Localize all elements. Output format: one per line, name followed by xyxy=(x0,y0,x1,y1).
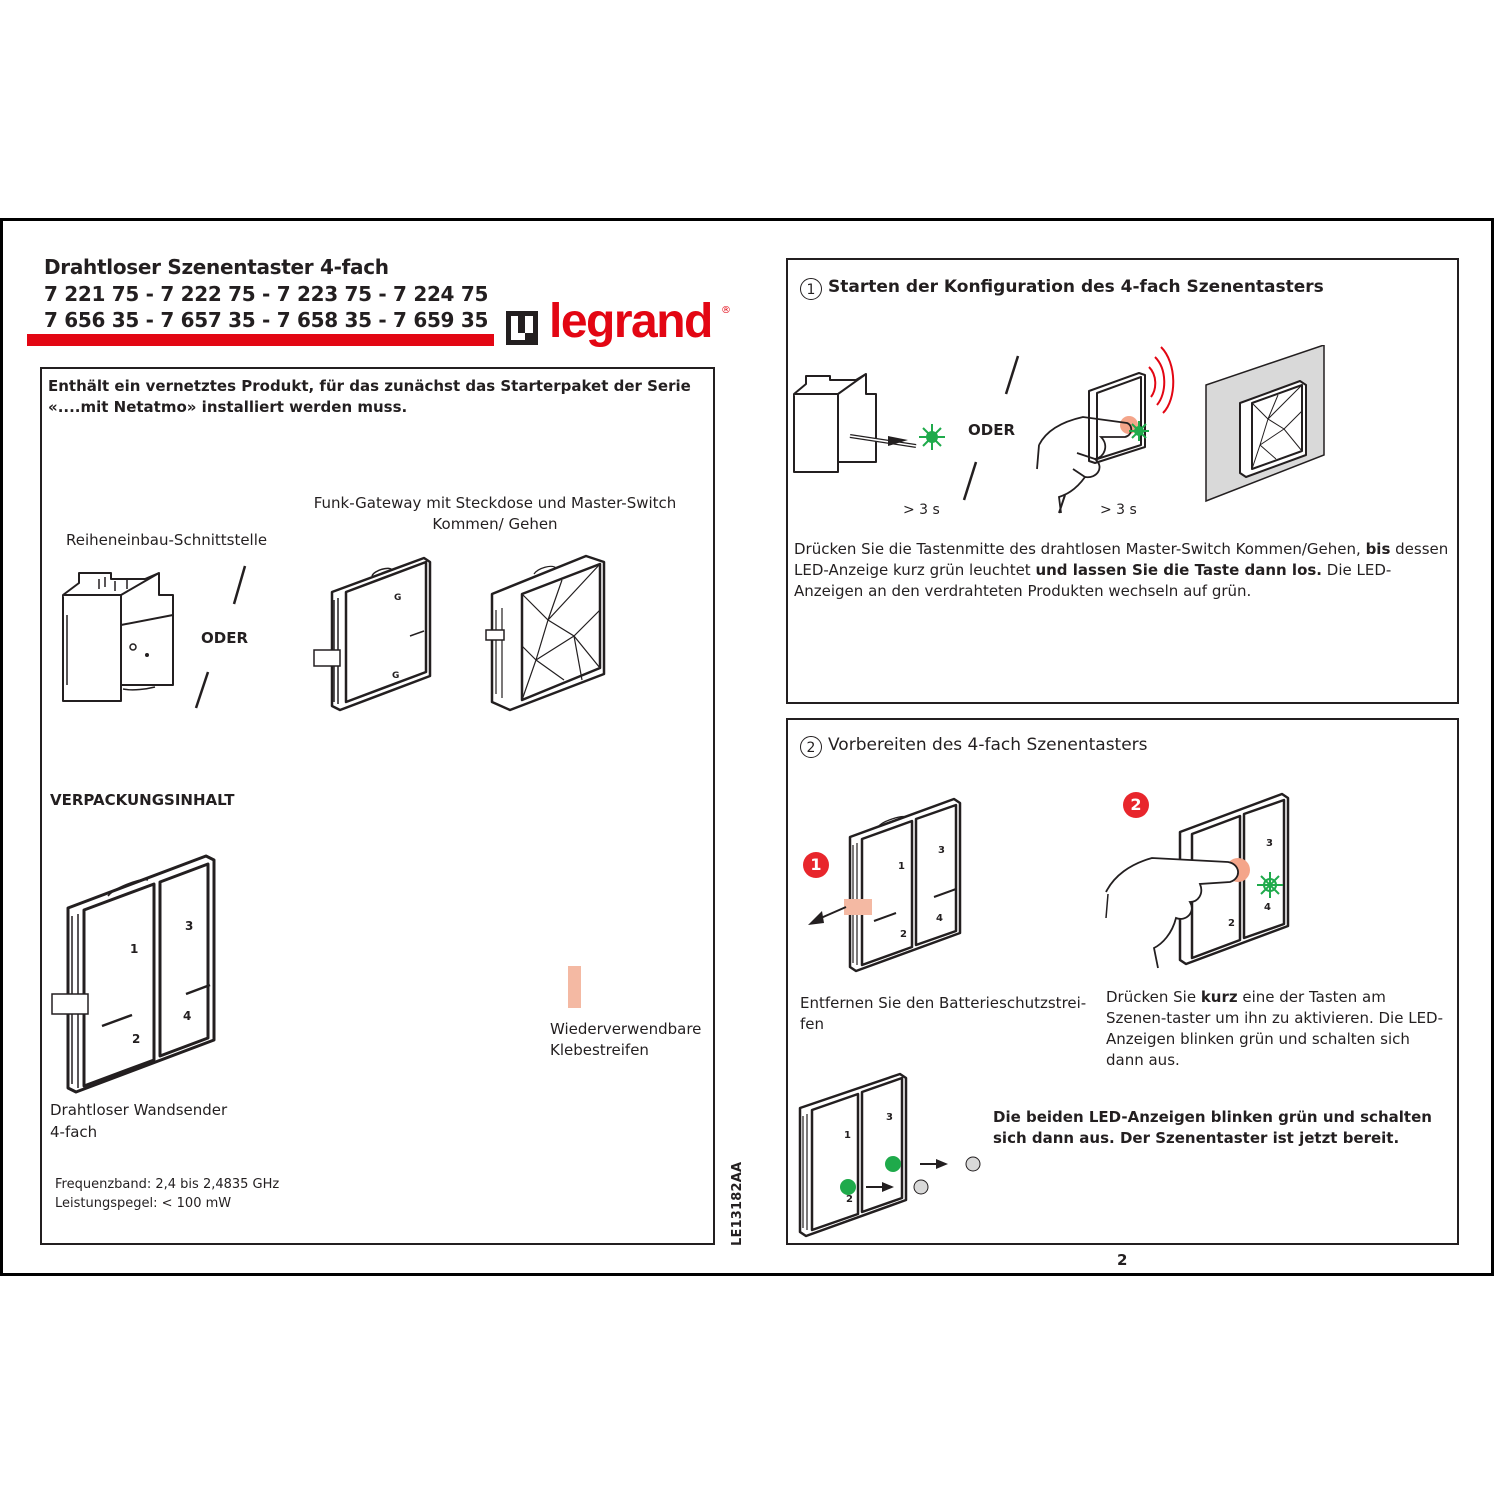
din-interface-illustration xyxy=(62,572,174,702)
oder-separator xyxy=(194,565,247,709)
sender-label-line-1: Drahtloser Wandsender xyxy=(50,1101,228,1119)
product-refs-line-1: 7 221 75 - 7 222 75 - 7 223 75 - 7 224 7… xyxy=(44,282,489,306)
press-instruction: Drücken Sie kurz eine der Tasten am Szen… xyxy=(1106,988,1444,1069)
ready-text: Die beiden LED-Anzeigen blinken grün und… xyxy=(993,1108,1432,1147)
tape-label-line-2: Klebestreifen xyxy=(550,1041,649,1059)
step2-number: 2 xyxy=(800,736,822,758)
step1-oder-label: ODER xyxy=(968,421,1015,439)
key-label-4: 4 xyxy=(183,1009,191,1023)
adhesive-strip-swatch xyxy=(568,966,581,1008)
substep-2-badge: 2 xyxy=(1123,792,1149,818)
substep-1-badge: 1 xyxy=(803,852,829,878)
svg-text:1: 1 xyxy=(844,1130,851,1141)
step2-led-result-illustration: 1 2 3 xyxy=(798,1072,981,1238)
step1-number: 1 xyxy=(800,278,822,300)
oder-label-left: ODER xyxy=(201,629,248,647)
svg-text:2: 2 xyxy=(1228,918,1235,929)
logo-registered: ® xyxy=(721,305,731,316)
step1-time-1: > 3 s xyxy=(903,502,940,518)
tape-label-line-1: Wiederverwendbare xyxy=(550,1020,702,1038)
gateway-switch-illustration: G G xyxy=(313,556,432,712)
wall-sender-illustration: 1 2 3 4 xyxy=(51,854,216,1094)
logo-wordmark: legrand xyxy=(549,295,713,348)
step2-remove-strip-illustration: 1 2 3 4 xyxy=(808,797,962,973)
svg-text:1: 1 xyxy=(898,861,905,872)
svg-text:G: G xyxy=(394,593,401,603)
contents-title: VERPACKUNGSINHALT xyxy=(50,791,235,809)
step1-time-2: > 3 s xyxy=(1100,502,1137,518)
step1-hand-press-illustration xyxy=(1036,346,1175,514)
svg-text:2: 2 xyxy=(900,929,907,940)
interface-label: Reiheneinbau-Schnittstelle xyxy=(66,531,268,549)
step2-title: Vorbereiten des 4-fach Szenentasters xyxy=(828,735,1148,755)
gateway-patterned-illustration xyxy=(485,554,606,712)
key-label-2: 2 xyxy=(132,1032,140,1046)
step2-heading: 2 Vorbereiten des 4-fach Szenentasters xyxy=(800,732,1148,758)
remove-strip-line-2: fen xyxy=(800,1015,825,1033)
intro-text: Enthält ein vernetztes Produkt, für das … xyxy=(48,377,691,416)
document-code: LE13182AA xyxy=(730,1161,745,1246)
key-label-1: 1 xyxy=(130,942,138,956)
svg-text:2: 2 xyxy=(846,1194,853,1205)
legrand-mark-icon xyxy=(506,311,538,345)
step1-oder-separator xyxy=(962,355,1020,501)
frequency-band: Frequenzband: 2,4 bis 2,4835 GHz xyxy=(55,1177,280,1192)
key-label-3: 3 xyxy=(185,919,193,933)
step1-instruction: Drücken Sie die Tastenmitte des drahtlos… xyxy=(794,540,1449,600)
svg-text:4: 4 xyxy=(936,913,943,924)
step1-title: Starten der Konfiguration des 4-fach Sze… xyxy=(828,277,1324,297)
svg-text:3: 3 xyxy=(886,1112,893,1123)
svg-text:4: 4 xyxy=(1264,902,1271,913)
svg-text:G: G xyxy=(392,671,399,681)
power-level: Leistungspegel: < 100 mW xyxy=(55,1196,232,1211)
page-frame xyxy=(0,218,1494,1276)
product-title: Drahtloser Szenentaster 4-fach xyxy=(44,255,389,279)
remove-strip-line-1: Entfernen Sie den Batterieschutzstrei- xyxy=(800,994,1087,1012)
page-number: 2 xyxy=(1117,1251,1128,1269)
step1-din-press-illustration xyxy=(793,373,945,473)
step2-hand-press-illustration: 3 2 4 xyxy=(1105,792,1290,969)
sender-label-line-2: 4-fach xyxy=(50,1123,98,1141)
step1-wall-switch-illustration xyxy=(1205,345,1325,503)
svg-text:3: 3 xyxy=(1266,838,1273,849)
product-refs-line-2: 7 656 35 - 7 657 35 - 7 658 35 - 7 659 3… xyxy=(44,308,489,332)
step2-panel xyxy=(786,718,1459,1245)
header-red-bar xyxy=(27,334,494,346)
left-panel xyxy=(40,367,715,1245)
legrand-logo: legrand ® xyxy=(505,295,735,360)
step1-heading: 1 Starten der Konfiguration des 4-fach Sz… xyxy=(800,274,1324,300)
gateway-label: Funk-Gateway mit Steckdose und Master-Sw… xyxy=(313,494,677,533)
svg-text:3: 3 xyxy=(938,845,945,856)
step1-panel xyxy=(786,258,1459,704)
